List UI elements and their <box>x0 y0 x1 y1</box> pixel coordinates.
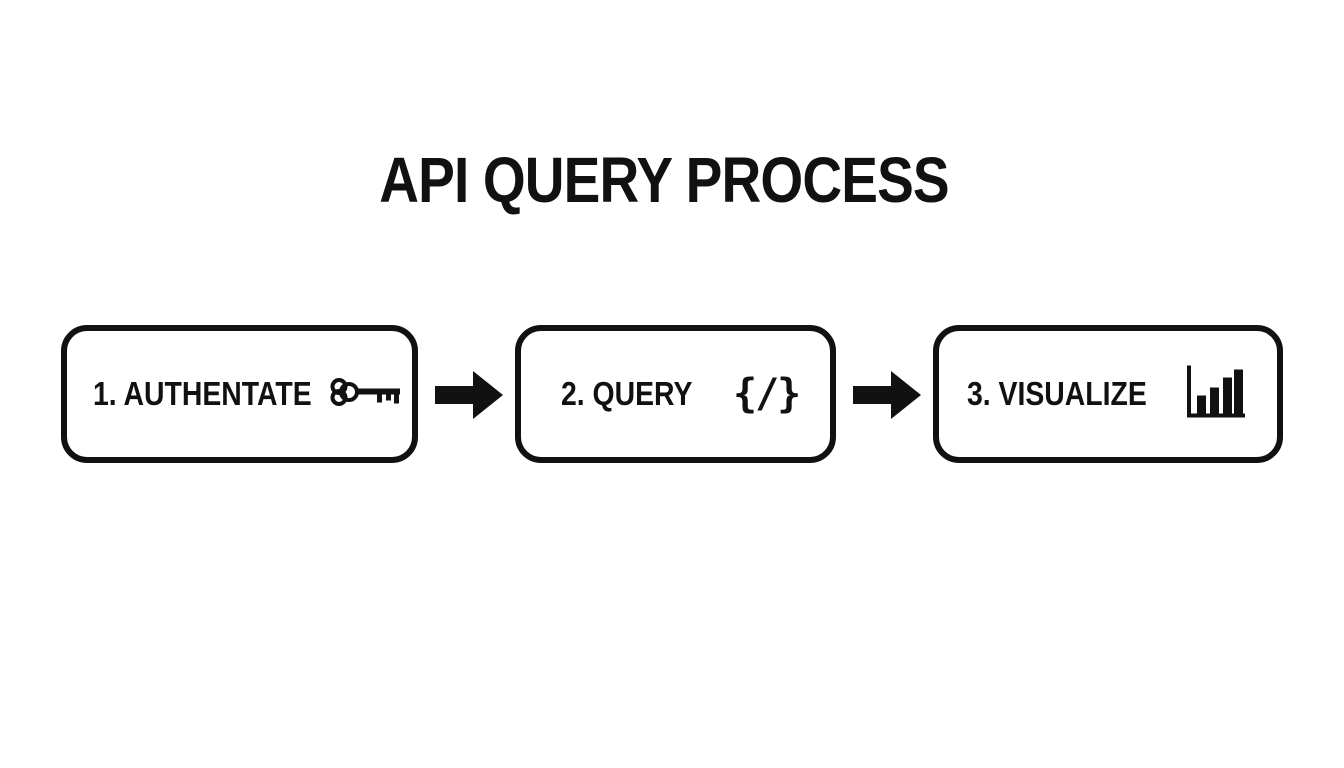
step-visualize-label: 3. VISUALIZE <box>967 375 1147 412</box>
step-authenticate: 1. AUTHENTATE <box>61 325 418 463</box>
arrow-right-icon <box>853 371 921 424</box>
arrow-right-icon <box>435 371 503 424</box>
key-icon <box>329 374 403 415</box>
step-query-label: 2. QUERY <box>561 375 693 412</box>
diagram-title: API QUERY PROCESS <box>379 144 949 216</box>
step-visualize: 3. VISUALIZE <box>933 325 1283 463</box>
step-authenticate-label: 1. AUTHENTATE <box>93 375 312 412</box>
step-query: 2. QUERY {/} <box>515 325 836 463</box>
bar-chart-icon <box>1185 364 1247 425</box>
code-braces-icon: {/} <box>733 371 801 417</box>
